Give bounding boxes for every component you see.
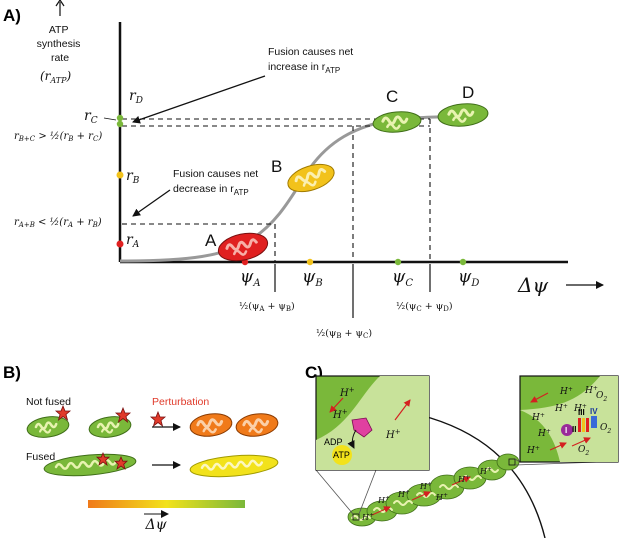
svg-text:O2: O2 — [596, 391, 607, 403]
complex-III-label: III — [578, 408, 585, 417]
y-dot-rB — [116, 171, 124, 179]
perturbation-stars — [54, 404, 167, 471]
annotation-decrease: Fusion causes net decrease in rATP — [173, 168, 261, 197]
panel-b-label: B) — [3, 363, 21, 382]
complex-IV-label: IV — [590, 407, 598, 416]
svg-text:H+: H+ — [537, 428, 551, 439]
x-label-avgCD: ½(ψC + ψD) — [396, 301, 453, 313]
svg-text:H+: H+ — [584, 385, 598, 396]
svg-text:H+: H+ — [559, 386, 573, 397]
strand-h-1: H+ — [361, 512, 374, 522]
cell-membrane-curve — [419, 414, 546, 538]
complex-I-label: I — [565, 426, 567, 435]
svg-text:O2: O2 — [578, 445, 589, 457]
y-label-rC: rC — [84, 108, 98, 126]
strand-h-5: H+ — [435, 492, 448, 502]
complex-I-icon — [561, 424, 573, 436]
label-perturbation: Perturbation — [152, 396, 209, 408]
y-dot-rD — [116, 120, 124, 128]
dpsi-gradient-bar — [88, 500, 245, 508]
strand-h-7: H+ — [479, 466, 492, 476]
strand-h-3: H+ — [397, 489, 410, 499]
x-dot-psiC — [394, 258, 402, 266]
point-label-C: C — [386, 87, 398, 106]
y-axis-symbol: (rATP) — [40, 69, 71, 85]
svg-text:H+: H+ — [531, 412, 545, 423]
svg-text:H+: H+ — [554, 403, 568, 414]
x-dot-psiD — [459, 258, 467, 266]
mito-perturbed-fused — [189, 454, 279, 478]
x-label-psiD: ψD — [458, 267, 479, 289]
label-not-fused: Not fused — [26, 396, 71, 408]
mito-C — [372, 111, 422, 133]
complex-III-bar — [578, 418, 581, 432]
svg-text:O2: O2 — [600, 423, 611, 435]
y-label-rBC: rB+C > ½(rB + rC) — [14, 131, 102, 143]
mito-network: H+ H+ H+ H+ H+ H+ H+ — [347, 453, 520, 527]
y-label-rB: rB — [126, 168, 140, 186]
label-fused: Fused — [26, 451, 55, 463]
inset-etc: H+ H+ H+ H+ H+ H+ H+ O2 O2 O2 I II III I… — [519, 375, 619, 463]
mito-notfused-1 — [26, 416, 70, 438]
svg-text:H+: H+ — [573, 403, 587, 414]
strand-h-4: H+ — [419, 481, 432, 491]
inset-atp-synthase: H+ H+ H+ ADP ATP — [315, 375, 430, 471]
mito-perturbed-2 — [235, 413, 279, 437]
mito-A — [217, 232, 269, 262]
point-label-D: D — [462, 83, 474, 102]
point-label-B: B — [271, 157, 282, 176]
x-label-psiC: ψC — [392, 267, 413, 289]
y-label-rAB: rA+B < ½(rA + rB) — [14, 217, 102, 229]
complex-II-label: II — [572, 425, 576, 434]
panel-a-label: A) — [3, 6, 21, 25]
x-label-psiB: ψB — [302, 267, 323, 289]
x-label-avgAB: ½(ψA + ψB) — [239, 301, 295, 313]
atp-label: ATP — [333, 450, 350, 460]
mito-perturbed-1 — [189, 413, 233, 437]
atp-synthase-icon — [351, 417, 373, 438]
point-label-A: A — [205, 231, 217, 250]
strand-h-6: H+ — [457, 474, 470, 484]
y-dot-rA — [116, 240, 124, 248]
svg-text:H+: H+ — [526, 445, 540, 456]
y-dot-rC — [116, 114, 124, 122]
gradient-label: Δψ — [144, 517, 167, 533]
complex-IV-icon — [591, 416, 597, 428]
y-label-rA: rA — [126, 232, 140, 250]
y-label-rD: rD — [129, 88, 143, 106]
mito-notfused-2 — [88, 416, 132, 438]
svg-text:H+: H+ — [385, 428, 401, 441]
x-dot-psiB — [306, 258, 314, 266]
annotation-increase-arrow — [132, 75, 266, 124]
svg-text:H+: H+ — [339, 386, 355, 399]
mito-D — [437, 103, 489, 127]
svg-text:H+: H+ — [332, 408, 348, 421]
adp-label: ADP — [324, 437, 343, 447]
x-tick-marks — [274, 264, 431, 318]
annotation-increase: Fusion causes net increase in rATP — [268, 46, 356, 75]
x-label-psiA: ψA — [240, 267, 261, 289]
x-axis-symbol: Δψ — [517, 273, 548, 297]
mito-B — [287, 163, 335, 193]
annotation-decrease-arrow — [132, 189, 171, 217]
y-axis-title: ATP synthesis rate — [37, 24, 84, 64]
x-label-avgBC: ½(ψB + ψC) — [316, 328, 372, 340]
atp-circle — [332, 445, 352, 465]
strand-h-2: H+ — [377, 495, 390, 505]
